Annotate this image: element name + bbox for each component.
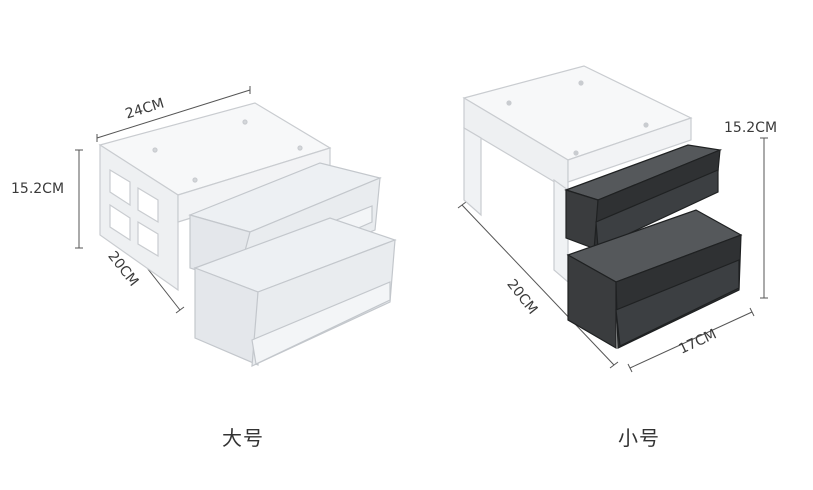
large-organizer-illustration [75, 86, 397, 367]
small-organizer-illustration [457, 65, 768, 373]
large-caption: 大号 [222, 426, 264, 450]
small-dimension-lines [457, 137, 768, 373]
small-frame [462, 65, 693, 284]
small-drawer-bottom [566, 209, 743, 350]
large-height-label: 15.2CM [11, 181, 65, 197]
small-caption: 小号 [618, 426, 660, 450]
product-large: 24CM 15.2CM 20CM 大号 [0, 0, 406, 490]
large-drawer-bottom [193, 217, 397, 367]
small-drawer-top [564, 144, 723, 251]
large-frame [98, 102, 332, 292]
product-small: 15.2CM 20CM 17CM 小号 [406, 0, 813, 490]
small-height-label: 15.2CM [724, 120, 778, 136]
